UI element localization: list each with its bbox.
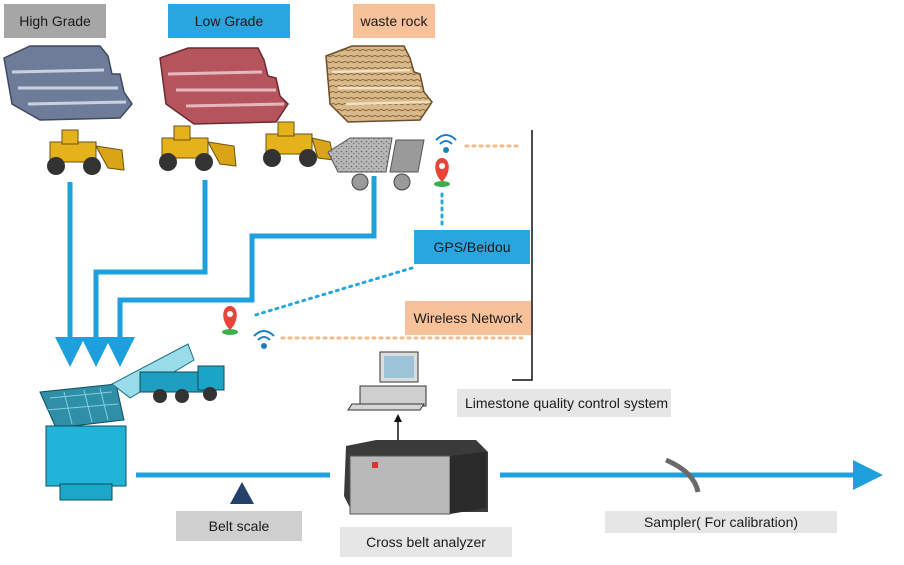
low-grade-rock-icon <box>159 47 289 125</box>
belt-scale-icon <box>230 482 254 504</box>
waste-rock-icon <box>325 45 433 123</box>
gps-pin-icon <box>434 158 450 187</box>
sampler-icon <box>664 457 701 493</box>
waste-rock-label: waste rock <box>353 4 435 38</box>
wireless-link-lines <box>280 144 524 340</box>
wireless-network-label: Wireless Network <box>405 301 531 335</box>
gps-pin-icon <box>222 306 238 335</box>
computer-icon <box>347 351 427 411</box>
cross-belt-analyzer-label: Cross belt analyzer <box>340 527 512 557</box>
high-grade-label: High Grade <box>4 4 106 38</box>
analyzer-icon <box>344 440 488 515</box>
gps-label: GPS/Beidou <box>414 230 530 264</box>
low-grade-label: Low Grade <box>168 4 290 38</box>
loader-icon <box>47 129 125 175</box>
network-link-line <box>512 130 533 381</box>
high-grade-rock-icon <box>3 45 133 121</box>
material-flow-lines <box>55 176 883 490</box>
dump-truck-icon <box>111 343 225 403</box>
haul-truck-icon <box>327 137 425 191</box>
qc-system-label: Limestone quality control system <box>457 389 671 417</box>
wifi-icon <box>253 330 275 349</box>
sampler-label: Sampler( For calibration) <box>605 511 837 533</box>
crusher-icon <box>39 383 127 501</box>
belt-scale-label: Belt scale <box>176 511 302 541</box>
wifi-icon <box>435 134 457 153</box>
loader-icon <box>263 121 335 167</box>
loader-icon <box>159 125 237 171</box>
gps-link-lines <box>250 188 444 318</box>
